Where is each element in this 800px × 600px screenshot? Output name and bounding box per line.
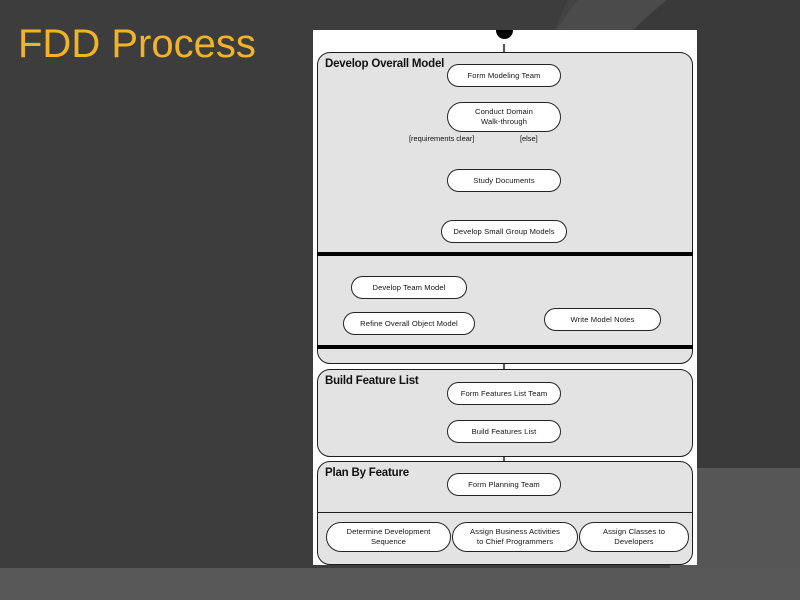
activity-form-planning-team[interactable]: Form Planning Team	[447, 473, 561, 496]
activity-assign-classes-to-developers[interactable]: Assign Classes to Developers	[579, 522, 689, 552]
activity-label-line2: to Chief Programmers	[476, 537, 554, 546]
activity-label: Develop Small Group Models	[453, 226, 555, 236]
activity-label-line2: Developers	[614, 537, 654, 546]
activity-form-features-list-team[interactable]: Form Features List Team	[447, 382, 561, 405]
activity-label: Study Documents	[473, 175, 535, 185]
activity-assign-business-activities[interactable]: Assign Business Activities to Chief Prog…	[452, 522, 578, 552]
guard-else: [else]	[520, 134, 538, 143]
activity-label: Develop Team Model	[372, 282, 446, 292]
partition-title-build-feature-list: Build Feature List	[325, 375, 419, 387]
activity-label-line1: Determine Development	[346, 527, 431, 537]
guard-requirements-clear: [requirements clear]	[409, 134, 475, 143]
background-band-bottom	[0, 568, 800, 600]
activity-label: Form Planning Team	[468, 479, 540, 489]
activity-label: Write Model Notes	[570, 314, 635, 324]
activity-label-line1: Conduct Domain	[475, 107, 533, 117]
diagram-page: Develop Overall Model Build Feature List…	[313, 30, 697, 565]
activity-conduct-domain-walkthrough[interactable]: Conduct Domain Walk-through	[447, 102, 561, 132]
activity-label: Refine Overall Object Model	[360, 318, 458, 328]
activity-build-features-list[interactable]: Build Features List	[447, 420, 561, 443]
activity-label: Form Modeling Team	[467, 70, 541, 80]
activity-develop-team-model[interactable]: Develop Team Model	[351, 276, 467, 299]
activity-form-modeling-team[interactable]: Form Modeling Team	[447, 64, 561, 87]
activity-label: Build Features List	[471, 426, 537, 436]
plan-by-feature-divider	[317, 512, 693, 514]
activity-label: Form Features List Team	[460, 388, 548, 398]
fork-bar-1	[317, 252, 693, 256]
activity-write-model-notes[interactable]: Write Model Notes	[544, 308, 661, 331]
page-title: FDD Process	[18, 22, 256, 66]
activity-determine-development-sequence[interactable]: Determine Development Sequence	[326, 522, 451, 552]
activity-label-line2: Walk-through	[480, 117, 528, 126]
activity-label-line1: Assign Classes to	[602, 527, 666, 537]
partition-title-plan-by-feature: Plan By Feature	[325, 467, 409, 479]
diagram-canvas: Develop Overall Model Build Feature List…	[313, 30, 697, 565]
join-bar-1	[317, 345, 693, 349]
partition-title-develop-overall-model: Develop Overall Model	[325, 58, 445, 70]
activity-label-line1: Assign Business Activities	[470, 527, 560, 537]
activity-label-line2: Sequence	[370, 537, 406, 546]
activity-develop-small-group-models[interactable]: Develop Small Group Models	[441, 220, 567, 243]
activity-study-documents[interactable]: Study Documents	[447, 169, 561, 192]
activity-refine-overall-object-model[interactable]: Refine Overall Object Model	[343, 312, 475, 335]
